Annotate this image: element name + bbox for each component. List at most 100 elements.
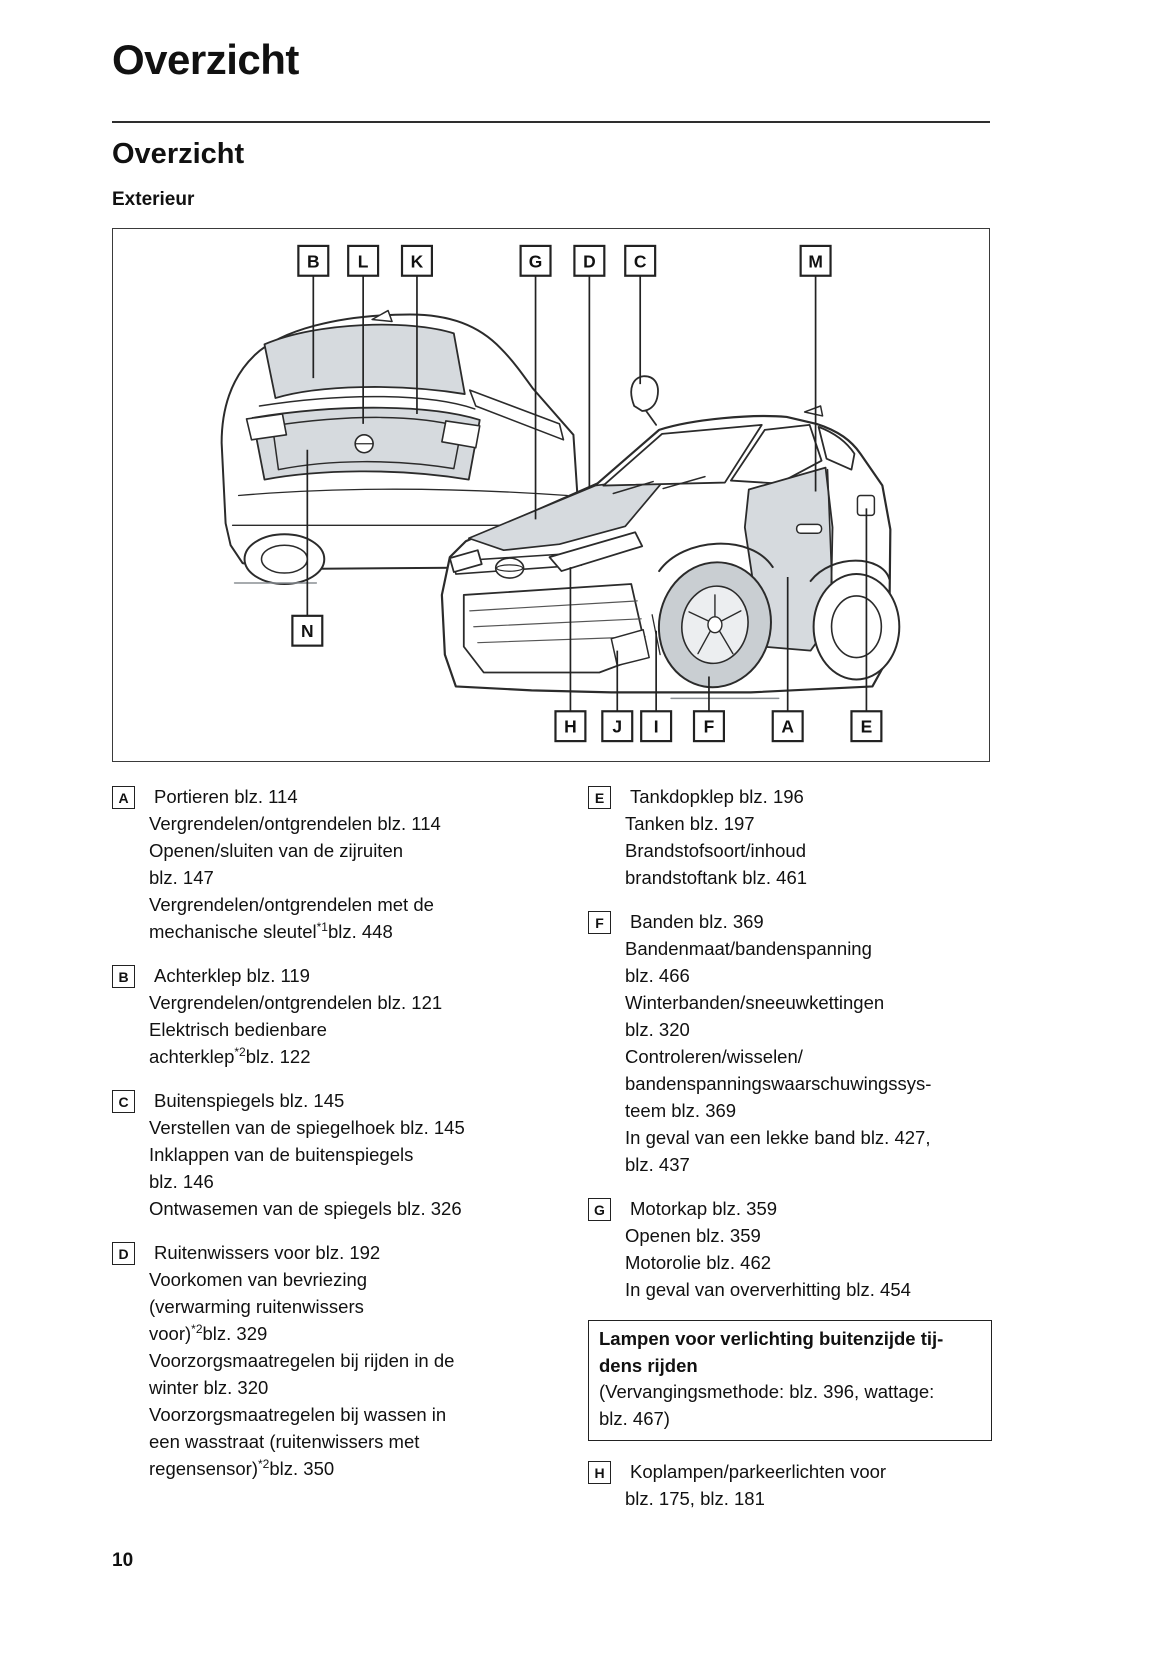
callout-C: C bbox=[624, 244, 657, 277]
rear-side-glass bbox=[468, 389, 565, 441]
callout-key-H: H bbox=[588, 1461, 611, 1484]
entry-line: winter blz. 320 bbox=[149, 1377, 269, 1398]
rear-window bbox=[263, 323, 466, 399]
svg-text:M: M bbox=[808, 251, 823, 271]
footnote-marker: *1 bbox=[316, 919, 328, 934]
footnote-marker: *2 bbox=[191, 1321, 203, 1336]
grille-slat-2 bbox=[473, 618, 642, 628]
entry-line: blz. 437 bbox=[625, 1154, 690, 1175]
entry-line: Controleren/wisselen/ bbox=[625, 1046, 803, 1067]
svg-text:L: L bbox=[358, 251, 369, 271]
entry-line: Portieren blz. 114 bbox=[154, 786, 298, 807]
svg-text:K: K bbox=[411, 251, 424, 271]
entry-line: Voorkomen van bevriezing bbox=[149, 1269, 368, 1290]
taillight-left bbox=[245, 413, 288, 441]
callout-key-D: D bbox=[112, 1242, 135, 1265]
entry-line: mechanische sleutel*1blz. 448 bbox=[149, 919, 393, 942]
callout-key-C: C bbox=[112, 1090, 135, 1113]
rear-left-wheel-rim bbox=[260, 544, 309, 574]
entry-line: Koplampen/parkeerlichten voor bbox=[630, 1461, 887, 1482]
entry-line: Ontwasemen van de spiegels blz. 326 bbox=[149, 1198, 462, 1219]
entry-line: Tankdopklep blz. 196 bbox=[630, 786, 804, 807]
front-wheel-arch bbox=[658, 542, 774, 573]
entry-line: Bandenmaat/bandenspanning bbox=[625, 938, 872, 959]
leader-lines bbox=[306, 275, 868, 712]
lower-grille bbox=[462, 583, 649, 674]
rear-rim bbox=[830, 595, 883, 659]
svg-text:J: J bbox=[612, 717, 622, 737]
callout-J: J bbox=[601, 710, 634, 743]
rear-bumper-crease bbox=[237, 488, 569, 497]
entry-line: Winterbanden/sneeuwkettingen bbox=[625, 992, 885, 1013]
entry-line: (verwarming ruitenwissers bbox=[149, 1296, 364, 1317]
entry-line: blz. 466 bbox=[625, 965, 690, 986]
callout-F: F bbox=[692, 710, 726, 743]
entry-line: Openen/sluiten van de zijruiten bbox=[149, 840, 404, 861]
front-emblem-bar bbox=[496, 564, 524, 572]
exterior-diagram: B L K G D C M N H J I F A E bbox=[220, 244, 901, 743]
roof-fin-rear-car bbox=[371, 309, 393, 323]
svg-text:C: C bbox=[634, 251, 647, 271]
callout-K: K bbox=[400, 244, 434, 277]
footnote-marker: *2 bbox=[234, 1044, 246, 1059]
entry-line: een wasstraat (ruitenwissers met bbox=[149, 1431, 420, 1452]
headlight-left bbox=[448, 549, 483, 573]
side-mirror bbox=[630, 375, 659, 412]
callout-key-F: F bbox=[588, 911, 611, 934]
callout-key-A: A bbox=[112, 786, 135, 809]
callout-A: A bbox=[771, 710, 804, 743]
wiper-right bbox=[662, 475, 706, 490]
page-number: 10 bbox=[112, 1550, 134, 1571]
page-title: Overzicht bbox=[112, 36, 299, 83]
entry-line: In geval van een lekke band blz. 427, bbox=[625, 1127, 931, 1148]
lighting-note-box: Lampen voor verlichting buitenzijde tij-… bbox=[588, 1320, 992, 1441]
fog-lamp bbox=[610, 628, 650, 667]
wiper-left bbox=[612, 480, 654, 495]
entry-line: achterklep*2blz. 122 bbox=[149, 1044, 311, 1067]
headlight-right bbox=[548, 531, 644, 572]
manual-entry-H: H Koplampen/parkeerlichten voor blz. 175, … bbox=[588, 1458, 992, 1512]
callout-key-G: G bbox=[588, 1198, 611, 1221]
entry-line: teem blz. 369 bbox=[625, 1100, 737, 1121]
entry-line: Verstellen van de spiegelhoek blz. 145 bbox=[149, 1117, 465, 1138]
entry-lines: Koplampen/parkeerlichten voor blz. 175, b… bbox=[625, 1458, 886, 1512]
entry-line: Voorzorgsmaatregelen bij wassen in bbox=[149, 1404, 447, 1425]
rear-wheel-arch bbox=[809, 559, 891, 583]
entry-line: Achterklep blz. 119 bbox=[154, 965, 310, 986]
entry-line: Vergrendelen/ontgrendelen blz. 114 bbox=[149, 813, 441, 834]
svg-text:I: I bbox=[654, 717, 659, 737]
rear-spoiler-line bbox=[258, 395, 476, 410]
rear-view-car bbox=[220, 309, 581, 589]
entry-line: blz. 147 bbox=[149, 867, 214, 888]
entry-line: regensensor)*2blz. 350 bbox=[149, 1456, 335, 1479]
callout-M: M bbox=[799, 244, 832, 277]
front-emblem bbox=[494, 557, 525, 579]
entry-line: Vergrendelen/ontgrendelen met de bbox=[149, 894, 434, 915]
entry-line: Inklappen van de buitenspiegels bbox=[149, 1144, 414, 1165]
callout-B: B bbox=[297, 244, 330, 277]
entry-line: In geval van oververhitting blz. 454 bbox=[625, 1279, 911, 1300]
svg-text:G: G bbox=[529, 251, 543, 271]
entry-line: Tanken blz. 197 bbox=[625, 813, 755, 834]
svg-text:D: D bbox=[583, 251, 596, 271]
entry-line: Motorkap blz. 359 bbox=[630, 1198, 778, 1219]
callout-I: I bbox=[640, 710, 673, 743]
callout-D: D bbox=[573, 244, 606, 277]
callout-key-B: B bbox=[112, 965, 135, 988]
entry-line: Motorolie blz. 462 bbox=[625, 1252, 772, 1273]
svg-text:F: F bbox=[704, 717, 715, 737]
exterior-figure: B L K G D C M N H J I F A E bbox=[112, 228, 990, 762]
entry-line: Vergrendelen/ontgrendelen blz. 121 bbox=[149, 992, 443, 1013]
entry-line: blz. 175, blz. 181 bbox=[625, 1488, 765, 1509]
callout-boxes: B L K G D C M N H J I F A E bbox=[291, 244, 883, 743]
subsection-title: Exterieur bbox=[112, 189, 195, 210]
windshield bbox=[602, 423, 763, 487]
